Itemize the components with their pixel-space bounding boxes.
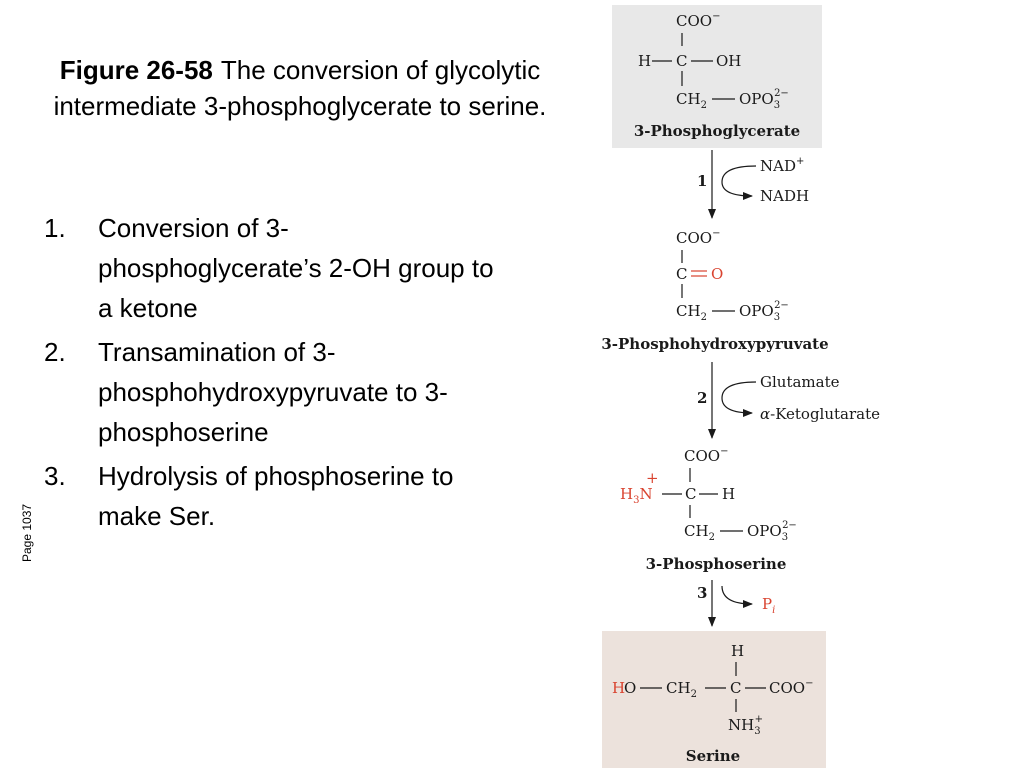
compound-name: 3-Phosphoglycerate: [634, 122, 800, 140]
svg-text:CH2: CH2: [666, 679, 697, 700]
step-text: Hydrolysis of phosphoserine to make Ser.: [98, 461, 454, 531]
svg-text:CH2: CH2: [676, 302, 707, 323]
structure-serine: H H O CH2 C COO− NH3+: [612, 642, 813, 737]
step-number: 1.: [44, 213, 66, 243]
svg-text:CH2: CH2: [676, 90, 707, 111]
step-list: 1. Conversion of 3-phosphoglycerate’s 2-O…: [44, 208, 504, 540]
svg-text:C: C: [730, 679, 741, 697]
svg-text:H: H: [722, 485, 735, 503]
svg-text:COO−: COO−: [769, 678, 813, 697]
step-item: 2. Transamination of 3-phosphohydroxypyru…: [44, 332, 504, 452]
svg-text:NAD+: NAD+: [760, 156, 804, 175]
svg-text:OPO32−: OPO32−: [747, 520, 797, 543]
reaction-number: 3: [697, 584, 707, 602]
reaction-2: 2 Glutamate α-Ketoglutarate: [697, 362, 880, 439]
svg-text:Pi: Pi: [762, 595, 775, 616]
svg-text:COO−: COO−: [684, 446, 728, 465]
svg-text:COO−: COO−: [676, 11, 720, 30]
svg-text:C: C: [676, 265, 687, 283]
reaction-number: 2: [697, 389, 707, 407]
cofactor-in: NAD: [760, 157, 796, 175]
svg-text:H: H: [638, 52, 651, 70]
svg-text:O: O: [624, 679, 636, 697]
step-text: Transamination of 3-phosphohydroxypyruva…: [98, 337, 448, 447]
structure-phosphoserine: COO− H3N + C H CH2 OPO32−: [620, 446, 797, 543]
svg-text:OPO32−: OPO32−: [739, 88, 789, 111]
svg-text:NH3+: NH3+: [728, 714, 763, 737]
svg-text:H: H: [731, 642, 744, 660]
svg-text:C: C: [676, 52, 687, 70]
svg-text:α-Ketoglutarate: α-Ketoglutarate: [760, 405, 880, 423]
svg-text:OH: OH: [716, 52, 741, 70]
step-number: 2.: [44, 337, 66, 367]
svg-text:C: C: [685, 485, 696, 503]
caption-text: The conversion of glycolytic intermediat…: [53, 55, 547, 121]
reaction-3: 3 Pi: [697, 580, 775, 627]
reaction-number: 1: [697, 172, 707, 190]
cofactor-in: Glutamate: [760, 373, 840, 391]
svg-text:H: H: [612, 679, 625, 697]
compound-name: Serine: [686, 747, 740, 765]
step-number: 3.: [44, 461, 66, 491]
svg-text:O: O: [711, 265, 723, 283]
compound-box-phosphoglycerate: [612, 5, 822, 148]
svg-text:OPO32−: OPO32−: [739, 300, 789, 323]
compound-box-serine: [602, 631, 826, 768]
structure-phosphohydroxypyruvate: COO− C O CH2 OPO32−: [676, 228, 789, 323]
figure-label: Figure 26-58: [59, 55, 213, 85]
svg-text:CH2: CH2: [684, 522, 715, 543]
compound-name: 3-Phosphoserine: [646, 555, 787, 573]
reaction-product: P: [762, 595, 772, 613]
cofactor-out: NADH: [760, 187, 809, 205]
svg-text:COO−: COO−: [676, 228, 720, 247]
compound-name: 3-Phosphohydroxypyruvate: [601, 335, 828, 353]
step-item: 3. Hydrolysis of phosphoserine to make Se…: [44, 456, 504, 536]
step-item: 1. Conversion of 3-phosphoglycerate’s 2-O…: [44, 208, 504, 328]
svg-text:+: +: [646, 469, 659, 487]
structure-phosphoglycerate: COO− H C OH CH2 OPO32−: [638, 11, 789, 111]
step-text: Conversion of 3-phosphoglycerate’s 2-OH …: [98, 213, 494, 323]
svg-text:H3N: H3N: [620, 485, 653, 506]
cofactor-out: -Ketoglutarate: [770, 405, 880, 423]
reaction-1: 1 NAD+ NADH: [697, 150, 809, 219]
